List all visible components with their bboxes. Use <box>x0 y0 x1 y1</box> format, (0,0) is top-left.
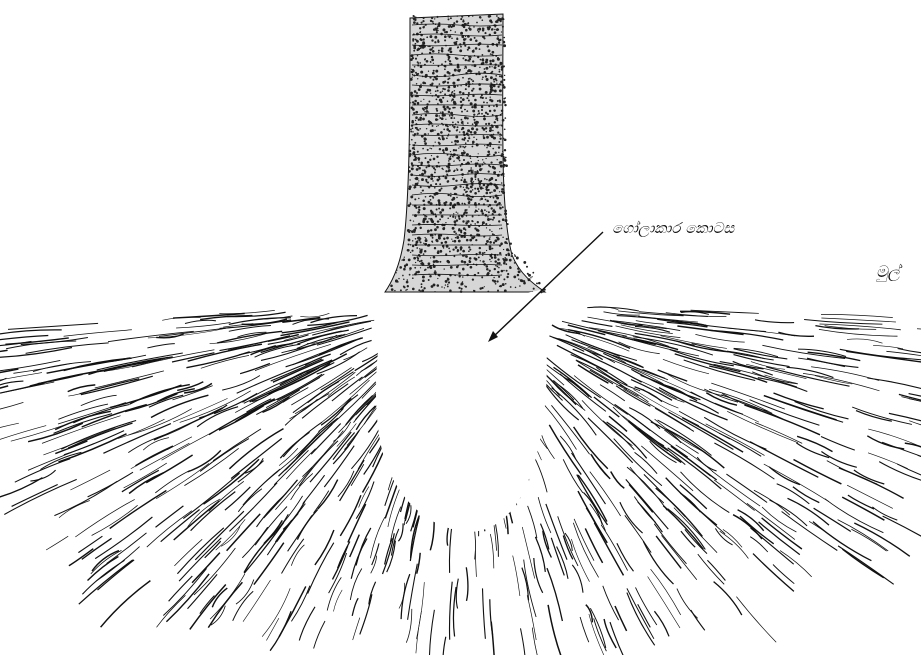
root-bulb-zone <box>376 290 547 532</box>
bulb-label: ගෝලාකාර කොටස <box>612 219 734 237</box>
palm-trunk <box>385 14 546 293</box>
roots-label: මුල් <box>876 262 900 282</box>
